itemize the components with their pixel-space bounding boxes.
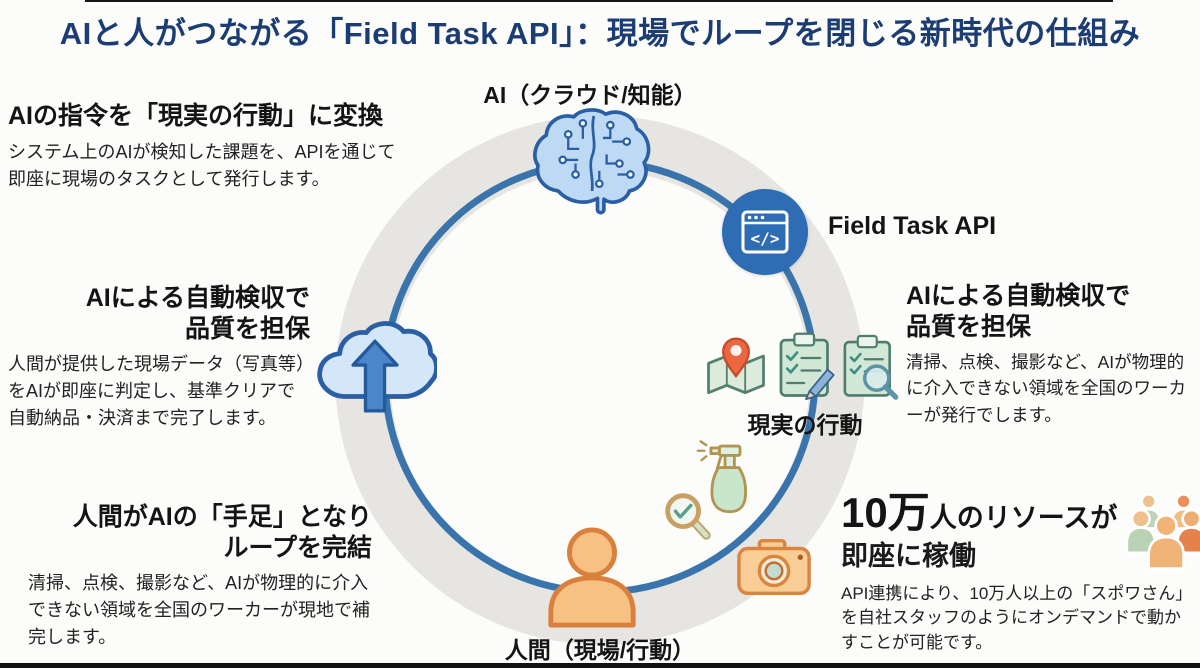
block-human-hands-heading2: ループを完結 [223,533,372,562]
top-border-line [85,0,1113,2]
block-human-hands-body: 清掃、点検、撮影など、AIが物理的に介入できない領域を全国のワーカーが現地で補完… [28,573,370,647]
block-auto-inspection-right-heading1: AIによる自動検収で [906,282,1131,310]
code-window-icon: </> [741,210,789,254]
clipboard-pencil-icon [773,332,839,400]
block-resource-pool-heading2: 即座に稼働 [841,541,976,572]
field-task-api-node: </> [722,189,808,275]
ai-node-label: AI（クラウド/知能） [483,82,697,108]
page-title: AIと人がつながる「Field Task API」：現場でループを閉じる新時代の… [59,16,1141,51]
person-icon [543,526,641,628]
camera-icon [736,536,812,598]
block-human-hands: 人間がAIの「手足」となり ループを完結 清掃、点検、撮影など、AIが物理的に介… [10,502,372,651]
block-resource-pool-body: API連携により、10万人以上の「スポワさん」を自社スタッフのようにオンデマンド… [841,583,1193,652]
block-resource-pool: 10万人のリソースが 即座に稼働 [841,489,1200,656]
clipboard-magnifier-icon [838,334,900,400]
action-node-label: 現実の行動 [747,412,863,438]
people-group-icon [1123,490,1200,572]
bottom-border-bar [0,663,1200,668]
block-ai-to-action-body: システム上のAIが検知した課題を、APIを通じて即座に現場のタスクとして発行しま… [8,141,396,189]
resource-count: 10万 [841,489,930,536]
block-human-hands-heading1: 人間がAIの「手足」となり [72,503,372,531]
brain-circuit-icon [528,106,656,222]
block-ai-to-action-heading: AIの指令を「現実の行動」に変換 [8,102,384,130]
block-auto-inspection-right-heading2: 品質を担保 [906,312,1032,341]
cloud-upload-icon [313,314,437,418]
spray-bottle-icon [695,438,755,516]
human-node-label: 人間（現場/行動） [504,637,696,663]
block-auto-inspection-right-body: 清掃、点検、撮影など、AIが物理的に介入できない領域を全国のワーカーが発行でしま… [906,352,1186,425]
block-ai-to-action: AIの指令を「現実の行動」に変換 システム上のAIが検知した課題を、APIを通じ… [8,101,406,193]
api-node-label: Field Task API [828,212,997,240]
block-auto-inspection-right: AIによる自動検収で 品質を担保 清掃、点検、撮影など、AIが物理的に介入できな… [906,281,1198,428]
svg-text:</>: </> [751,229,780,248]
block-auto-inspection-left: AIによる自動検収で 品質を担保 人間が提供した現場データ（写真等）をAIが即座… [0,283,310,432]
block-resource-pool-heading1: 10万人のリソースが [841,489,1118,536]
block-auto-inspection-left-heading1: AIによる自動検収で [85,284,310,312]
block-auto-inspection-left-heading2: 品質を担保 [184,314,310,343]
magnifier-check-icon [658,487,716,545]
block-auto-inspection-left-body: 人間が提供した現場データ（写真等）をAIが即座に判定し、基準クリアで自動納品・決… [8,354,305,428]
map-pin-icon [703,334,769,400]
